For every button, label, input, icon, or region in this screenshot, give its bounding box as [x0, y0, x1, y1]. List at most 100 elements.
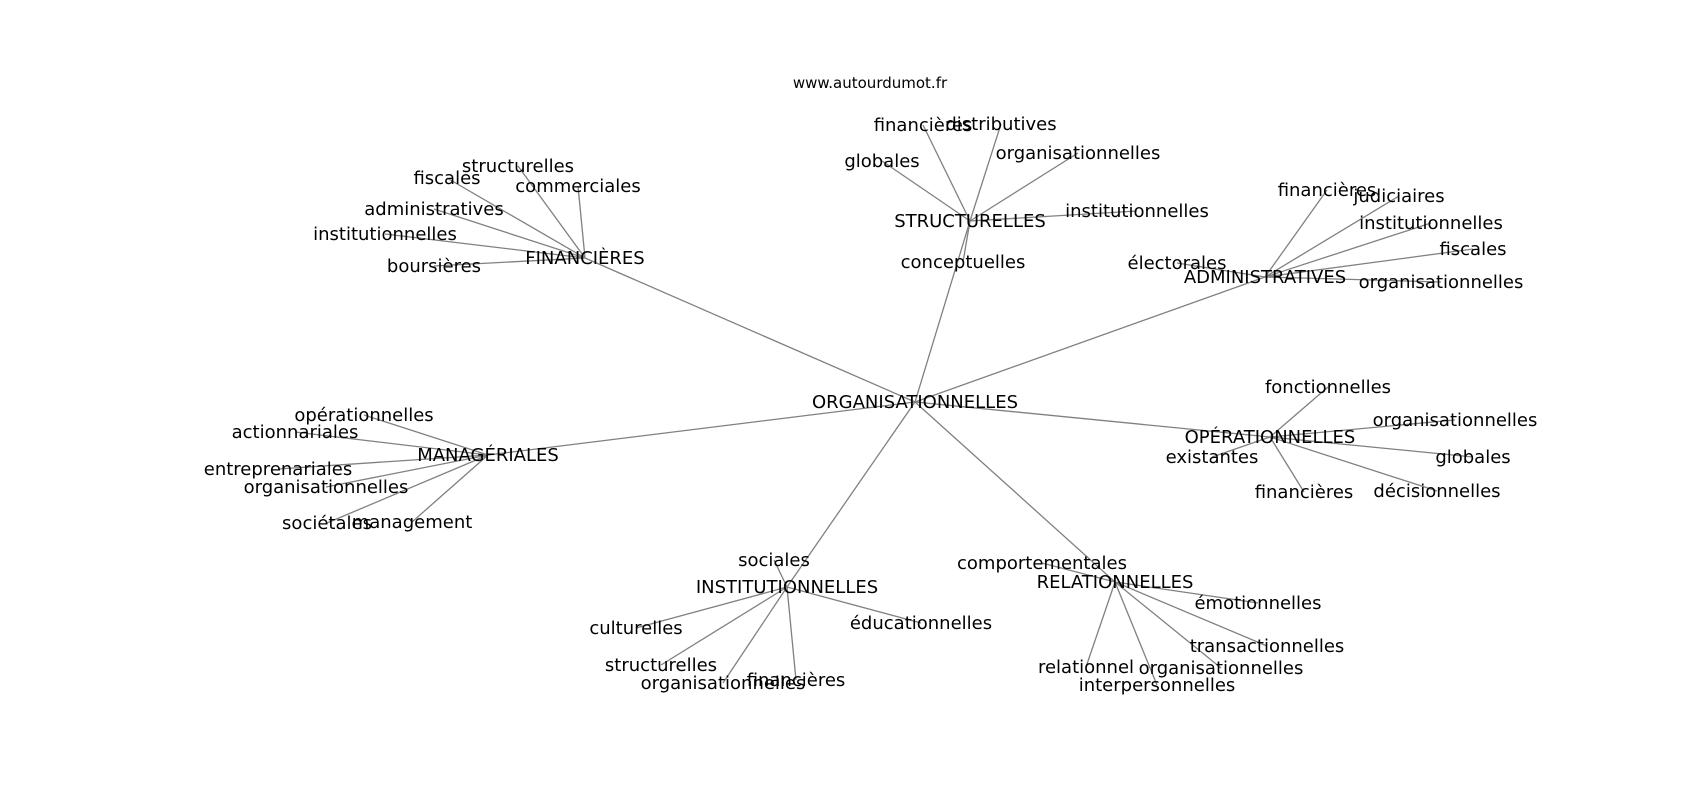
edge — [969, 123, 1002, 222]
edge — [773, 559, 788, 588]
leaf-node-label: culturelles — [589, 618, 682, 639]
leaf-node-label: sociales — [738, 550, 810, 571]
leaf-node-label: transactionnelles — [1190, 636, 1345, 657]
leaf-node-label: organisationnelles — [244, 477, 409, 498]
edge — [786, 401, 916, 588]
leaf-node-label: émotionnelles — [1194, 593, 1321, 614]
edge — [1269, 436, 1305, 493]
edge — [635, 586, 788, 629]
edge — [1264, 248, 1474, 278]
edge — [914, 401, 1271, 438]
leaf-node-label: entreprenariales — [204, 459, 352, 480]
edge — [487, 401, 916, 456]
node-labels: ORGANISATIONNELLES FINANCIÈRES structurell… — [204, 114, 1538, 696]
edge — [277, 454, 489, 470]
edge — [1264, 276, 1442, 283]
leaf-node-label: organisationnelles — [1359, 272, 1524, 293]
edge — [786, 586, 922, 624]
edge — [1264, 195, 1400, 278]
edge — [433, 257, 586, 267]
edge — [1114, 581, 1222, 669]
leaf-node-label: management — [352, 512, 473, 533]
leaf-node-label: organisationnelles — [1139, 658, 1304, 679]
leaf-node-label: institutionnelles — [313, 224, 457, 245]
leaf-node-label: actionnariales — [232, 422, 359, 443]
leaf-node-label: organisationnelles — [1373, 410, 1538, 431]
leaf-node-label: judiciaires — [1352, 186, 1444, 207]
edge — [881, 160, 971, 222]
edges — [277, 123, 1474, 686]
leaf-node-label: boursières — [387, 256, 481, 277]
edge — [294, 431, 489, 456]
edge — [914, 220, 971, 403]
leaf-node-label: organisationnelles — [996, 143, 1161, 164]
leaf-node-label: financières — [1255, 482, 1354, 503]
hub-node-label: STRUCTURELLES — [894, 211, 1046, 232]
leaf-node-label: financières — [747, 670, 846, 691]
watermark: www.autourdumot.fr — [793, 74, 948, 92]
edge — [584, 257, 916, 403]
leaf-node-label: globales — [844, 151, 919, 172]
edge — [384, 233, 586, 259]
edge — [1114, 581, 1259, 604]
leaf-node-label: sociétales — [282, 513, 372, 534]
leaf-node-label: opérationnelles — [294, 405, 433, 426]
edge — [969, 210, 1138, 222]
leaf-node-label: administratives — [364, 199, 503, 220]
edge — [433, 208, 586, 259]
edge — [1269, 436, 1438, 492]
edge — [1264, 189, 1328, 278]
edge — [411, 454, 489, 523]
leaf-node-label: conceptuelles — [901, 252, 1026, 273]
edge — [363, 414, 489, 456]
leaf-node-label: comportementales — [957, 553, 1127, 574]
edge — [1114, 581, 1268, 647]
edge — [962, 220, 971, 263]
edge — [517, 165, 586, 259]
edge — [446, 177, 586, 259]
edge — [969, 152, 1079, 222]
leaf-node-label: structurelles — [462, 156, 574, 177]
leaf-node-label: interpersonnelles — [1079, 675, 1236, 696]
edge — [1085, 581, 1116, 668]
edge — [722, 586, 788, 684]
edge — [1211, 436, 1271, 458]
leaf-node-label: institutionnelles — [1065, 201, 1209, 222]
edge — [1269, 419, 1456, 438]
leaf-node-label: structurelles — [605, 655, 717, 676]
leaf-node-label: institutionnelles — [1359, 213, 1503, 234]
edge — [1176, 262, 1266, 278]
leaf-node-label: existantes — [1166, 447, 1259, 468]
hub-node-label: INSTITUTIONNELLES — [696, 577, 878, 598]
leaf-node-label: fonctionnelles — [1265, 377, 1391, 398]
leaf-node-label: décisionnelles — [1373, 481, 1500, 502]
leaf-node-label: fiscales — [413, 168, 480, 189]
edge — [1114, 581, 1158, 686]
edge — [1269, 436, 1474, 458]
leaf-node-label: fiscales — [1439, 239, 1506, 260]
edge — [325, 454, 489, 488]
edge — [786, 586, 797, 681]
hub-node-label: ADMINISTRATIVES — [1184, 267, 1346, 288]
edge — [577, 185, 586, 259]
hub-node-label: MANAGÉRIALES — [417, 444, 559, 466]
leaf-node-label: électorales — [1128, 253, 1227, 274]
leaf-node-label: financières — [874, 115, 973, 136]
edge — [326, 454, 489, 524]
hub-node-label: RELATIONNELLES — [1037, 572, 1194, 593]
leaf-node-label: éducationnelles — [850, 613, 992, 634]
edge — [1041, 562, 1116, 583]
leaf-node-label: commerciales — [515, 176, 640, 197]
leaf-node-label: distributives — [945, 114, 1056, 135]
leaf-node-label: organisationnelles — [641, 673, 806, 694]
leaf-node-label: globales — [1435, 447, 1510, 468]
edge — [914, 276, 1266, 403]
edge — [1269, 386, 1329, 438]
leaf-node-label: relationnel — [1038, 657, 1134, 678]
edge — [914, 401, 1116, 583]
hub-node-label: FINANCIÈRES — [525, 247, 644, 269]
leaf-node-label: financières — [1278, 180, 1377, 201]
center-node-label: ORGANISATIONNELLES — [812, 392, 1018, 413]
edge — [660, 586, 788, 666]
